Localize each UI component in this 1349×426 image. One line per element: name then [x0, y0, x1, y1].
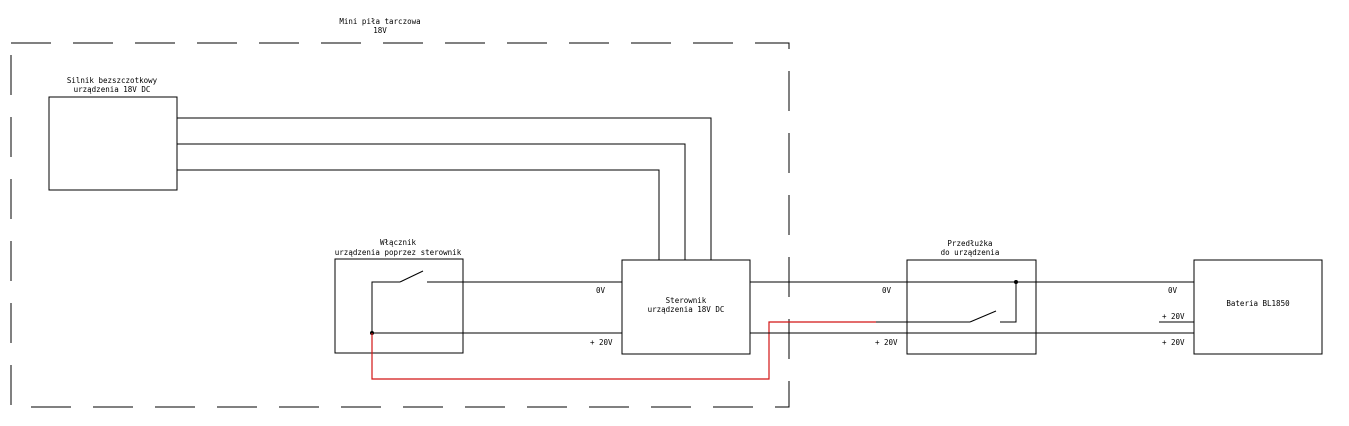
enclosure-title-line2: 18V [373, 26, 387, 35]
motor-phase-wire-3 [177, 169, 660, 260]
enclosure-boundary [10, 42, 790, 408]
switch-box [334, 258, 464, 354]
extension-junction-dot [1014, 280, 1018, 284]
extension-switch-return [1000, 282, 1017, 323]
switch-contact [399, 270, 424, 283]
battery-0v-label: 0V [1168, 286, 1178, 295]
switch-label-line2: urządzenia poprzez sterownik [335, 248, 462, 257]
extension-label-line1: Przedłużka [947, 239, 992, 248]
red-bypass-wire [371, 321, 876, 380]
controller-box [621, 259, 751, 355]
motor-label-line2: urządzenia 18V DC [74, 85, 151, 94]
controller-0v-label: 0V [596, 286, 606, 295]
extension-plus-label: + 20V [875, 338, 898, 347]
battery-plus-top-label: + 20V [1162, 312, 1185, 321]
battery-plus-bottom-label: + 20V [1162, 338, 1185, 347]
switch-internal-left-wire [371, 281, 400, 333]
extension-box [906, 259, 1037, 355]
extension-label-line2: do urządzenia [941, 248, 1000, 257]
motor-box [48, 96, 178, 191]
motor-label-line1: Silnik bezszczotkowy [67, 76, 158, 85]
controller-plus-label: + 20V [590, 338, 613, 347]
switch-label-line1: Włącznik [380, 238, 417, 247]
controller-label-line2: urządzenia 18V DC [648, 305, 725, 314]
battery-label: Bateria BL1850 [1226, 299, 1290, 308]
extension-0v-label: 0V [882, 286, 892, 295]
battery-box [1193, 259, 1323, 355]
motor-phase-wire-1 [177, 117, 712, 260]
controller-label-line1: Sterownik [666, 296, 707, 305]
enclosure-title-line1: Mini piła tarczowa [339, 17, 420, 26]
extension-switch-contact [969, 310, 997, 323]
motor-phase-wire-2 [177, 143, 686, 260]
